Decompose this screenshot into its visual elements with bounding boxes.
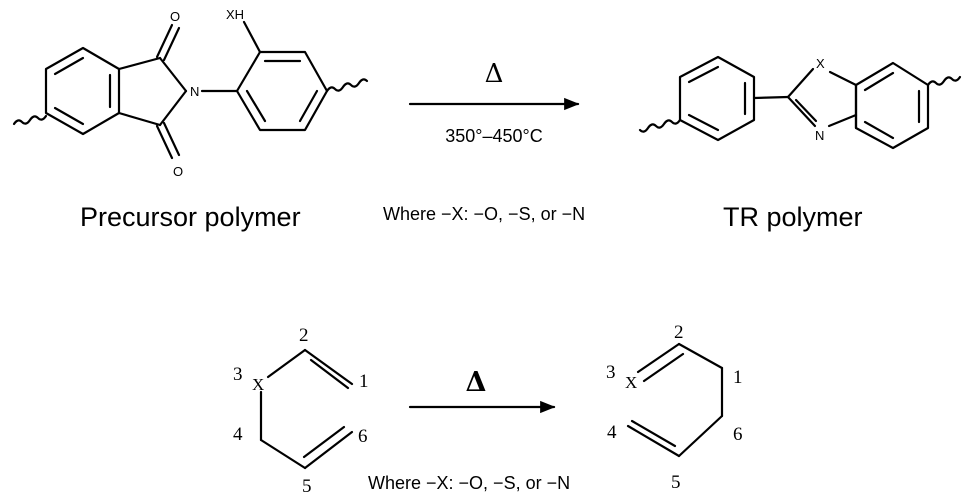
bond-c6-c5 — [677, 414, 724, 458]
top-reaction-arrow-group: Δ 350°–450°C — [408, 59, 580, 146]
heteroatom-x: X — [816, 56, 825, 71]
imide-bond — [117, 111, 162, 127]
tr-polymer-structure: X N — [638, 55, 962, 150]
heterocycle-double-bond — [794, 98, 818, 123]
carbonyl-bond — [155, 124, 174, 160]
carbonyl-oxygen-bottom: O — [173, 164, 183, 179]
tr-polymer-chain-wavy-right — [926, 75, 962, 87]
tr-polymer-chain-wavy-left — [638, 118, 682, 133]
bond-x-c2-double — [642, 352, 685, 383]
heterocycle-bond — [828, 70, 858, 87]
aromatic-inner-bond — [245, 89, 267, 123]
reactant-atom-x: X — [252, 375, 264, 394]
reactant-position-4: 4 — [233, 424, 243, 445]
oxazole-nitrogen: N — [815, 128, 824, 143]
heat-symbol-bottom: Δ — [466, 367, 487, 398]
precursor-polymer-label: Precursor polymer — [80, 202, 301, 232]
bond-c4-c5 — [259, 438, 307, 470]
xh-group: XH — [226, 7, 244, 22]
bond-x-c2 — [636, 342, 681, 374]
where-x-note-bottom: Where −X: −O, −S, or −N — [368, 473, 570, 493]
carbonyl-oxygen-top: O — [170, 9, 180, 24]
bond-c2-c1 — [303, 348, 354, 386]
imide-bond — [158, 89, 188, 127]
aryl-heterocycle-bond — [752, 95, 790, 100]
fused-benzene-ring — [854, 61, 930, 150]
carbonyl-bond — [162, 121, 181, 157]
bottom-reactant-structure: X 1 2 3 4 5 6 — [233, 325, 369, 494]
aromatic-inner-bond — [687, 113, 720, 132]
imide-bond — [117, 56, 162, 71]
precursor-polymer-structure: O O N XH — [12, 7, 369, 179]
bond-c5-c4 — [626, 424, 681, 458]
bond-c5-c4-double — [630, 419, 677, 448]
polymer-chain-wavy-right — [325, 78, 369, 93]
aromatic-inner-bond — [687, 65, 720, 84]
aromatic-inner-bond — [863, 120, 895, 140]
phthalimide-benzene-ring — [44, 46, 121, 136]
bond-c5-c6-double — [302, 425, 346, 459]
tr-polymer-label: TR polymer — [723, 202, 863, 232]
imide-bond — [158, 56, 188, 93]
carbonyl-bond — [155, 23, 174, 59]
imide-nitrogen: N — [190, 84, 199, 99]
bond-c5-c6 — [303, 430, 354, 470]
product-position-6: 6 — [733, 424, 743, 445]
heterocycle-bond — [786, 95, 817, 128]
carbonyl-bond — [162, 26, 181, 62]
product-position-5: 5 — [671, 472, 681, 493]
bottom-product-structure: X 1 2 3 4 5 6 — [606, 322, 743, 493]
bond-c2-c1-double — [309, 358, 350, 390]
product-position-4: 4 — [607, 422, 617, 443]
bond-x-c2 — [266, 348, 307, 379]
aromatic-inner-bond — [863, 71, 895, 92]
product-atom-x: X — [625, 373, 637, 392]
tr-phenyl-ring — [678, 55, 756, 142]
bond-c2-c1 — [677, 342, 724, 370]
bottom-reaction-arrow-group: Δ Where −X: −O, −S, or −N — [368, 367, 570, 493]
polymer-chain-wavy-left — [12, 114, 48, 126]
reactant-position-6: 6 — [358, 426, 368, 447]
xh-bond — [242, 20, 262, 54]
aromatic-inner-bond — [53, 106, 85, 126]
heterocycle-bond — [786, 67, 815, 99]
temperature-condition: 350°–450°C — [445, 126, 542, 146]
aromatic-inner-bond — [53, 56, 85, 76]
product-position-3: 3 — [606, 362, 616, 383]
reactant-position-2: 2 — [299, 325, 309, 346]
reactant-position-5: 5 — [302, 476, 312, 494]
product-position-2: 2 — [674, 322, 684, 343]
reactant-position-3: 3 — [233, 364, 243, 385]
product-position-1: 1 — [733, 367, 743, 388]
aromatic-inner-bond — [298, 89, 319, 123]
reactant-position-1: 1 — [359, 371, 369, 392]
heat-symbol-top: Δ — [485, 59, 504, 89]
where-x-note-top: Where −X: −O, −S, or −N — [383, 204, 585, 224]
heterocycle-bond — [827, 113, 858, 128]
ortho-substituted-phenyl-ring — [235, 50, 329, 132]
